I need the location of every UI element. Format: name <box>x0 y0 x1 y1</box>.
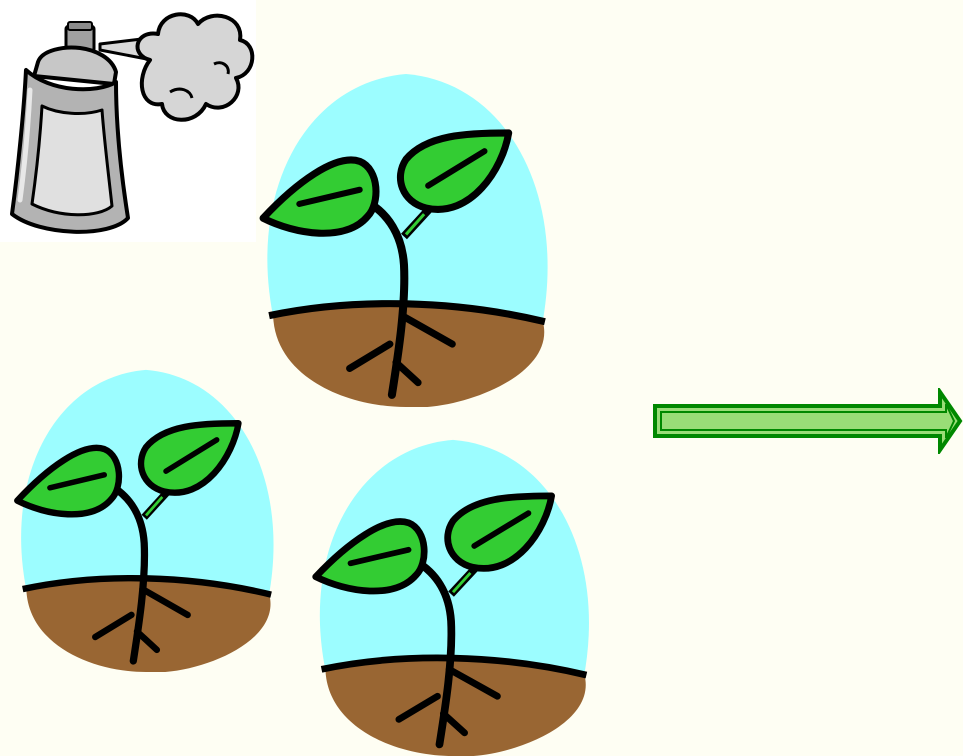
seedling-top <box>255 72 557 407</box>
seedling-icon <box>259 74 548 407</box>
seedling-icon <box>312 439 589 756</box>
transition-arrow <box>652 388 963 454</box>
spray-can-illustration <box>0 0 256 242</box>
seedling-bottom-right <box>308 438 598 756</box>
seedling-bottom-left <box>10 368 282 672</box>
spray-cloud-icon <box>135 12 255 122</box>
spray-can-icon <box>10 12 255 234</box>
seedling-icon <box>14 369 274 672</box>
right-arrow-icon <box>653 388 963 454</box>
